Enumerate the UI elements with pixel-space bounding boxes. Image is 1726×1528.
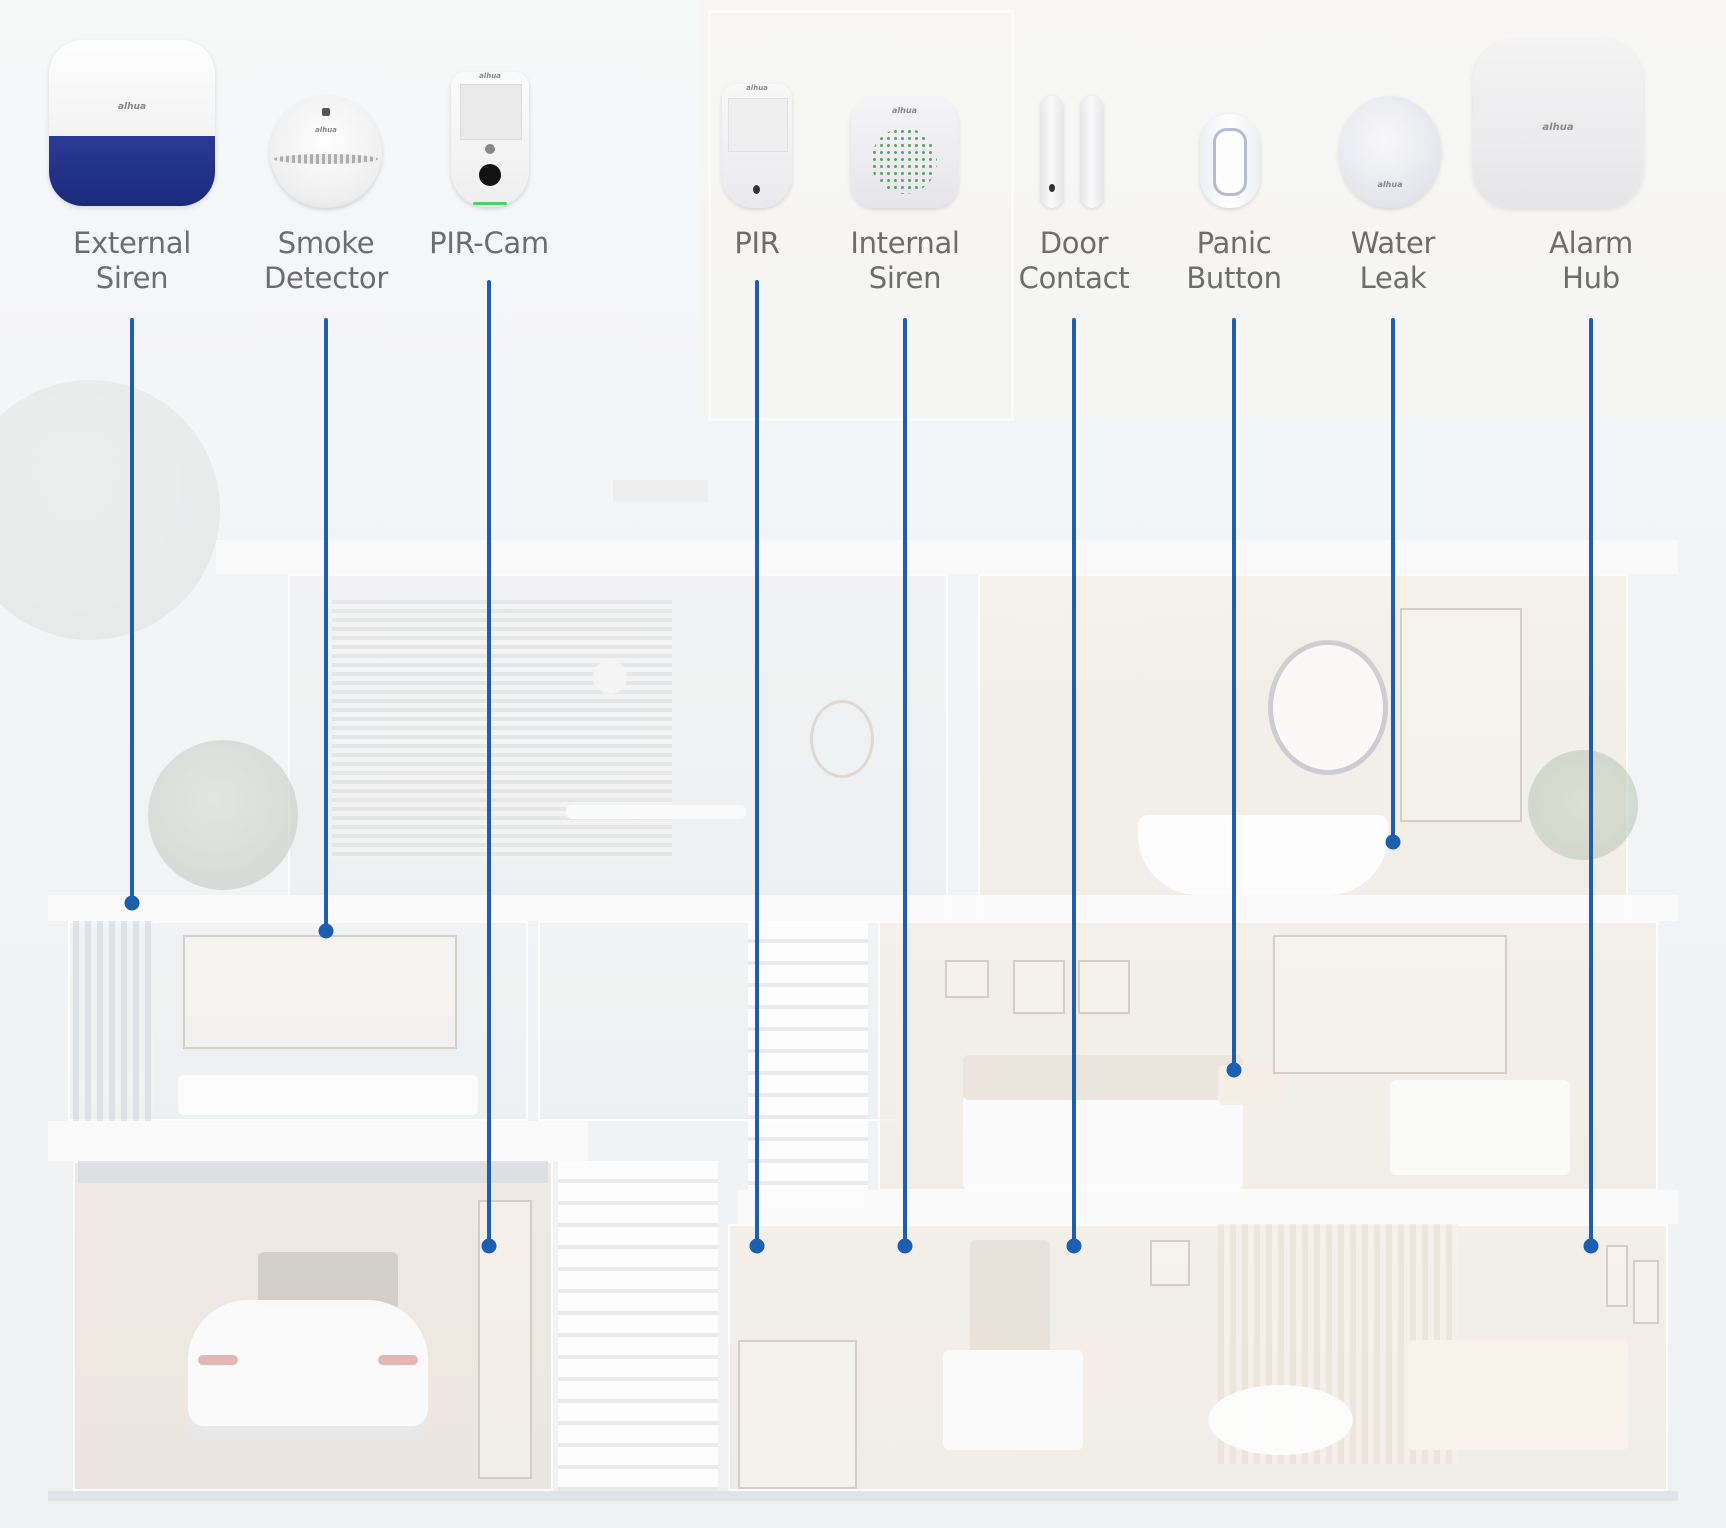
kitchen-shelves	[183, 935, 457, 1049]
ground-floor-slab-right	[738, 1190, 1678, 1224]
bedroom-bookshelf	[1273, 935, 1507, 1074]
chimney	[613, 480, 708, 502]
car-taillight-right	[378, 1355, 418, 1365]
label-internal-siren: Internal Siren	[850, 226, 960, 295]
label-alarm-hub: Alarm Hub	[1549, 226, 1633, 295]
brand-logo: alhua	[746, 84, 768, 92]
speaker-grille-icon	[871, 128, 937, 194]
brand-logo: alhua	[1542, 122, 1574, 133]
smoke-detector-product-image: alhua	[270, 96, 382, 208]
background-tree-left	[0, 380, 220, 640]
alarm-hub-product-image: alhua	[1473, 40, 1643, 208]
bathroom-shelving	[1400, 608, 1522, 822]
leader-line-pir-cam	[487, 280, 491, 1246]
study-mirror	[810, 700, 874, 778]
label-water-leak: Water Leak	[1350, 226, 1436, 295]
foundation	[48, 1491, 1678, 1501]
bathroom-round-mirror	[1268, 640, 1388, 775]
location-marker-pir-cam	[481, 1238, 497, 1254]
smoke-detector-led-icon	[322, 108, 330, 116]
bed	[963, 1095, 1243, 1190]
brand-logo: alhua	[117, 102, 147, 112]
bedroom-picture-2	[1013, 960, 1065, 1014]
brand-logo: alhua	[315, 126, 337, 134]
label-smoke-detector: Smoke Detector	[264, 226, 388, 295]
pir-product-image: alhua	[722, 84, 792, 208]
leader-line-external-siren	[130, 318, 134, 903]
pir-cam-product-image: alhua	[451, 72, 529, 207]
car	[188, 1300, 428, 1440]
label-pir: PIR	[734, 226, 780, 260]
brand-logo: alhua	[1377, 180, 1403, 189]
leader-line-water-leak	[1391, 318, 1395, 842]
location-marker-panic-button	[1226, 1062, 1242, 1078]
leader-line-internal-siren	[903, 318, 907, 1246]
car-taillight-left	[198, 1355, 238, 1365]
bathtub	[1138, 815, 1388, 895]
door-contact-led-icon	[1049, 184, 1055, 192]
location-marker-door-contact	[1066, 1238, 1082, 1254]
location-marker-pir	[749, 1238, 765, 1254]
leader-line-alarm-hub	[1589, 318, 1593, 1246]
living-room-picture-2	[1606, 1245, 1628, 1307]
label-panic-button: Panic Button	[1186, 226, 1282, 295]
kitchen-wall-panel	[73, 921, 153, 1121]
pir-sensor-icon	[753, 185, 760, 194]
study-window-blinds	[332, 600, 672, 860]
ground-floor-slab	[48, 1121, 588, 1161]
location-marker-smoke-detector	[318, 923, 334, 939]
garage-door-rail	[78, 1161, 548, 1183]
location-marker-alarm-hub	[1583, 1238, 1599, 1254]
leader-line-panic-button	[1232, 318, 1236, 1070]
bed-headboard	[963, 1055, 1243, 1100]
terrace-tree	[148, 740, 298, 890]
label-pir-cam: PIR-Cam	[429, 226, 549, 260]
bedroom-desk	[1390, 1080, 1570, 1175]
pir-cam-lens-icon	[479, 164, 501, 186]
water-leak-product-image: alhua	[1339, 96, 1441, 208]
living-room-picture-3	[1633, 1260, 1659, 1324]
sofa	[1408, 1340, 1628, 1450]
internal-siren-product-image: alhua	[851, 98, 958, 208]
living-room-picture-1	[1150, 1240, 1190, 1286]
pir-cam-sensor-icon	[485, 144, 495, 154]
label-external-siren: External Siren	[73, 226, 191, 295]
external-siren-product-image: alhua	[49, 40, 215, 206]
location-marker-internal-siren	[897, 1238, 913, 1254]
bedroom-picture-3	[1078, 960, 1130, 1014]
study-desk	[566, 805, 746, 819]
panic-button-press-icon	[1213, 128, 1247, 196]
background-window-frame	[708, 10, 1014, 421]
location-marker-external-siren	[124, 895, 140, 911]
panic-button-product-image	[1200, 114, 1260, 208]
brand-logo: alhua	[479, 72, 501, 80]
living-room-shelving	[738, 1340, 857, 1489]
label-door-contact: Door Contact	[1018, 226, 1130, 295]
middle-floor-slab	[48, 895, 1678, 921]
study-pendant-lamp	[593, 660, 627, 694]
leader-line-pir	[755, 280, 759, 1246]
roof-slab	[216, 540, 1678, 574]
brand-logo: alhua	[892, 106, 917, 115]
door-contact-sensor	[1041, 96, 1063, 208]
upper-staircase	[748, 921, 868, 1201]
lower-staircase	[558, 1161, 718, 1491]
kitchen-counter	[178, 1075, 478, 1115]
door-contact-product-image	[1041, 96, 1111, 208]
coffee-table	[1208, 1385, 1353, 1455]
leader-line-door-contact	[1072, 318, 1076, 1246]
location-marker-water-leak	[1385, 834, 1401, 850]
door-contact-magnet	[1081, 96, 1103, 208]
leader-line-smoke-detector	[324, 318, 328, 931]
house-cutaway-illustration	[48, 480, 1678, 1501]
armchair	[943, 1350, 1083, 1450]
bedroom-picture-1	[945, 960, 989, 998]
bathroom-plant	[1528, 750, 1638, 860]
